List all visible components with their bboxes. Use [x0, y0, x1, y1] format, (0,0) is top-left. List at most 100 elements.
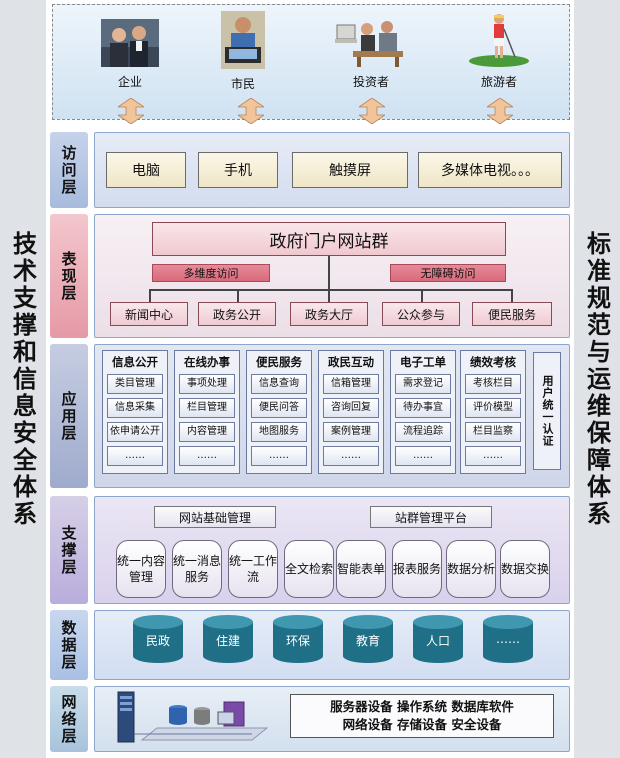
portal-gov-affairs: 政务公开 — [198, 302, 276, 326]
data-layer-label: 数据层 — [50, 610, 88, 680]
app-item: 待办事宜 — [395, 398, 451, 418]
user-tourist: 旅游者 — [449, 11, 549, 90]
application-layer-label: 应用层 — [50, 344, 88, 488]
app-item: 咨询回复 — [323, 398, 379, 418]
user-label: 旅游者 — [480, 75, 517, 89]
service-unified-content: 统一内容管理 — [116, 540, 166, 598]
db-label-housing: 住建 — [215, 634, 240, 648]
citizen-computer-icon — [221, 11, 265, 69]
network-equipment-box: 服务器设备 操作系统 数据库软件 网络设备 存储设备 安全设备 — [290, 694, 554, 738]
user-label: 企业 — [117, 75, 142, 89]
device-touchscreen: 触摸屏 — [292, 152, 408, 188]
user-citizen: 市民 — [193, 11, 293, 92]
app-column-performance: 绩效考核 考核栏目 评价模型 栏目监察 …… — [460, 350, 526, 474]
app-item: …… — [395, 446, 451, 466]
support-layer-label: 支撑层 — [50, 496, 88, 604]
investor-meeting-icon — [335, 19, 407, 67]
service-data-exchange: 数据交换 — [500, 540, 550, 598]
user-investor: 投资者 — [321, 19, 421, 90]
network-layer-label: 网络层 — [50, 686, 88, 752]
app-item: 信箱管理 — [323, 374, 379, 394]
service-report: 报表服务 — [392, 540, 442, 598]
app-item: 事项处理 — [179, 374, 235, 394]
app-item: 地图服务 — [251, 422, 307, 442]
connector-line — [511, 289, 513, 302]
app-item: …… — [323, 446, 379, 466]
service-fulltext-search: 全文检索 — [284, 540, 334, 598]
app-item: 考核栏目 — [465, 374, 521, 394]
network-devices-icon — [117, 691, 269, 743]
unified-auth-box: 用户统一认证 — [533, 352, 561, 470]
app-item: 信息查询 — [251, 374, 307, 394]
left-side-panel: 技术支撑和信息安全体系 — [0, 0, 46, 758]
double-arrow-icon — [487, 98, 513, 124]
app-column-convenience: 便民服务 信息查询 便民问答 地图服务 …… — [246, 350, 312, 474]
network-equipment-line1: 服务器设备 操作系统 数据库软件 — [330, 699, 514, 714]
double-arrow-icon — [359, 98, 385, 124]
app-item: …… — [465, 446, 521, 466]
database-cylinder-icon: 人口 — [412, 614, 464, 664]
double-arrow-icon — [238, 98, 264, 124]
db-label-population: 人口 — [425, 634, 450, 648]
app-column-online-service: 在线办事 事项处理 栏目管理 内容管理 …… — [174, 350, 240, 474]
portal-convenience-service: 便民服务 — [472, 302, 552, 326]
presentation-layer-label: 表现层 — [50, 214, 88, 338]
app-item: 评价模型 — [465, 398, 521, 418]
app-item: …… — [107, 446, 163, 466]
portal-service-hall: 政务大厅 — [290, 302, 368, 326]
db-label-civil-affairs: 民政 — [145, 634, 170, 648]
app-item: 需求登记 — [395, 374, 451, 394]
database-cylinder-icon: 住建 — [202, 614, 254, 664]
db-label-environment: 环保 — [285, 634, 310, 648]
device-phone: 手机 — [198, 152, 278, 188]
app-item: 流程追踪 — [395, 422, 451, 442]
app-item: …… — [179, 446, 235, 466]
user-label: 投资者 — [352, 75, 389, 89]
portal-group-title: 政府门户网站群 — [152, 222, 506, 256]
right-side-title: 标准规范与运维保障体系 — [582, 230, 611, 528]
user-enterprise: 企业 — [80, 19, 180, 90]
tourist-golf-icon — [469, 11, 529, 67]
database-cylinder-icon: …… — [482, 614, 534, 664]
users-panel: 企业 市民 — [52, 4, 570, 120]
database-cylinder-icon: 民政 — [132, 614, 184, 664]
app-item: 内容管理 — [179, 422, 235, 442]
right-side-panel: 标准规范与运维保障体系 — [574, 0, 620, 758]
accessible-access-tag: 无障碍访问 — [390, 264, 506, 282]
service-smart-form: 智能表单 — [336, 540, 386, 598]
site-group-platform: 站群管理平台 — [370, 506, 492, 528]
db-label-education: 教育 — [355, 634, 380, 648]
app-item: 信息采集 — [107, 398, 163, 418]
device-multimedia-tv: 多媒体电视。。。 — [418, 152, 562, 188]
site-basic-management: 网站基础管理 — [154, 506, 276, 528]
network-equipment-line2: 网络设备 存储设备 安全设备 — [342, 717, 502, 732]
app-column-info-disclosure: 信息公开 类目管理 信息采集 依申请公开 …… — [102, 350, 168, 474]
access-layer-label: 访问层 — [50, 132, 88, 208]
portal-news-center: 新闻中心 — [110, 302, 188, 326]
connector-line — [421, 289, 423, 302]
app-item: 依申请公开 — [107, 422, 163, 442]
service-data-analysis: 数据分析 — [446, 540, 496, 598]
app-item: 栏目监察 — [465, 422, 521, 442]
connector-line — [328, 256, 330, 290]
database-cylinder-icon: 教育 — [342, 614, 394, 664]
portal-public-participation: 公众参与 — [382, 302, 460, 326]
database-cylinder-icon: 环保 — [272, 614, 324, 664]
app-item: …… — [251, 446, 307, 466]
business-people-icon — [101, 19, 159, 67]
connector-line — [149, 289, 513, 291]
app-item: 案例管理 — [323, 422, 379, 442]
app-item: 类目管理 — [107, 374, 163, 394]
double-arrow-icon — [118, 98, 144, 124]
connector-line — [237, 289, 239, 302]
multi-dimension-access-tag: 多维度访问 — [152, 264, 270, 282]
service-unified-workflow: 统一工作流 — [228, 540, 278, 598]
service-unified-message: 统一消息服务 — [172, 540, 222, 598]
left-side-title: 技术支撑和信息安全体系 — [8, 230, 37, 528]
device-computer: 电脑 — [106, 152, 186, 188]
app-item: 栏目管理 — [179, 398, 235, 418]
app-column-interaction: 政民互动 信箱管理 咨询回复 案例管理 …… — [318, 350, 384, 474]
app-item: 便民问答 — [251, 398, 307, 418]
app-column-work-order: 电子工单 需求登记 待办事宜 流程追踪 …… — [390, 350, 456, 474]
connector-line — [149, 289, 151, 302]
